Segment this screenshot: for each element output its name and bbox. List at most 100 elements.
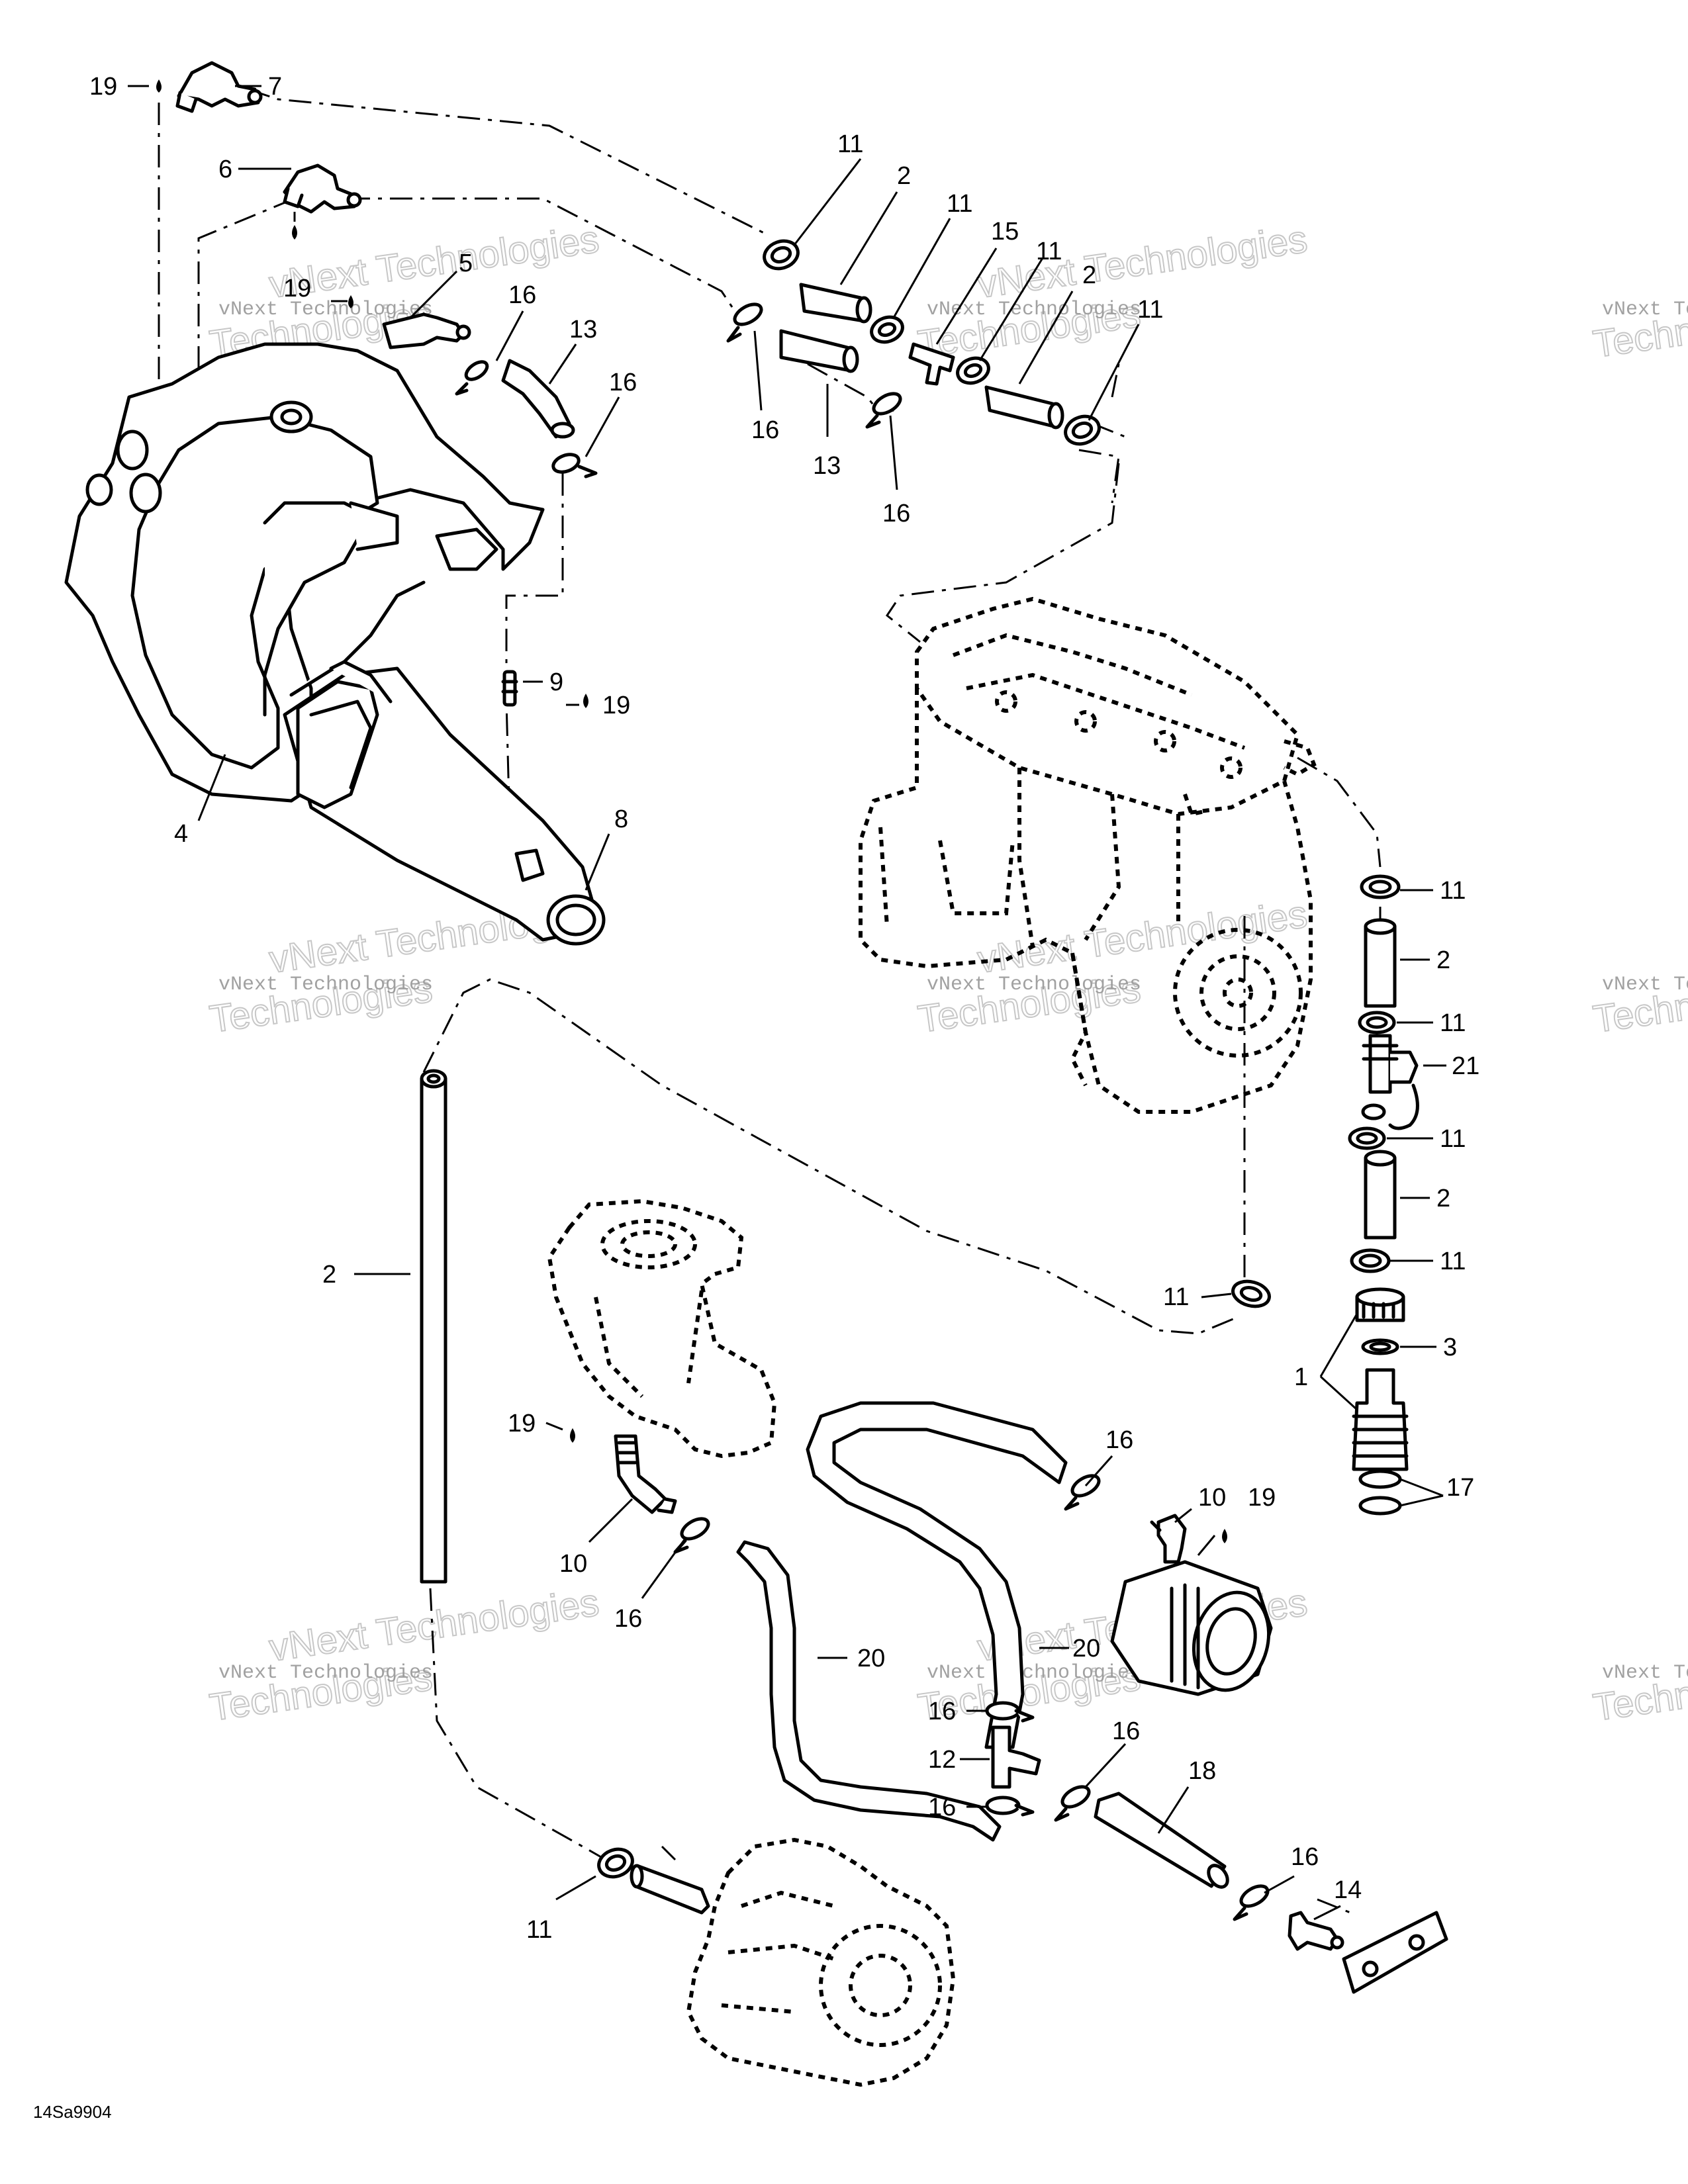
bailer-fitting-1 — [1352, 1287, 1409, 1471]
callout-16: 16 — [508, 281, 536, 309]
mounting-plate — [1342, 1911, 1448, 1994]
watermark-small-text: vNext Technologies — [218, 298, 433, 321]
callout-11: 11 — [1163, 1283, 1189, 1311]
watermark-small-text: vNext Technologies — [927, 1662, 1141, 1684]
watermark-small-text: vNext Technologies — [1602, 1662, 1688, 1684]
callout-12: 12 — [928, 1746, 956, 1774]
hose-13-curved — [501, 359, 575, 439]
callout-11: 11 — [1440, 1248, 1466, 1275]
elbow-fitting-6 — [283, 163, 362, 214]
oetiker-clamp-16 — [865, 392, 902, 429]
callout-9: 9 — [549, 668, 563, 696]
oil-drop-icon — [348, 295, 353, 308]
callout-11: 11 — [1440, 1009, 1466, 1037]
callout-11: 11 — [1036, 238, 1062, 265]
elbow-fitting-7 — [175, 61, 263, 113]
callout-11: 11 — [1440, 1125, 1466, 1153]
callout-8: 8 — [614, 805, 628, 833]
tee-fitting-12 — [991, 1725, 1041, 1789]
callout-19: 19 — [508, 1410, 536, 1437]
watermark: vNext Technologies Technologies — [1590, 966, 1688, 1041]
callout-16: 16 — [882, 500, 910, 527]
diagram-code: 14Sa9904 — [33, 2102, 112, 2122]
fitting-9 — [501, 670, 518, 707]
watermark-small-text: vNext Technologies — [927, 974, 1141, 996]
callout-2: 2 — [1436, 1185, 1450, 1212]
jet-pump-rear-phantom — [686, 1837, 956, 2087]
watermark-small-text: vNext Technologies — [1602, 974, 1688, 996]
watermark: vNext Technologies Technologies — [1590, 1655, 1688, 1729]
callout-21: 21 — [1452, 1052, 1479, 1080]
callout-13: 13 — [813, 452, 841, 480]
gear-clamp-11 — [763, 239, 800, 271]
watermark-small-text: vNext Technologies — [218, 974, 433, 996]
callout-16: 16 — [751, 416, 779, 444]
callout-20: 20 — [1072, 1635, 1100, 1662]
gear-clamp-11 — [956, 356, 990, 385]
hose-18 — [1094, 1792, 1229, 1889]
watermark: vNext Technologies Technologies — [1590, 291, 1688, 366]
callout-11: 11 — [1137, 296, 1163, 324]
callout-1: 1 — [1294, 1363, 1308, 1391]
gear-clamp-11 — [1231, 1279, 1271, 1308]
washer — [1361, 1103, 1386, 1120]
watermark-small-text: vNext Technologies — [1602, 298, 1688, 321]
callout-2: 2 — [1082, 261, 1096, 289]
callout-16: 16 — [1291, 1843, 1319, 1871]
oetiker-clamp-16 — [551, 453, 598, 478]
callout-19: 19 — [89, 73, 117, 101]
oetiker-clamp-16 — [673, 1517, 710, 1554]
oetiker-clamp-16 — [985, 1701, 1035, 1723]
callout-16: 16 — [928, 1794, 956, 1821]
hose-2-long-vertical — [420, 1069, 447, 1584]
watermark-small-text: vNext Technologies — [218, 1662, 433, 1684]
hose-2-upper — [799, 283, 872, 324]
callout-17: 17 — [1446, 1474, 1474, 1502]
fitting-21 — [1362, 1034, 1419, 1130]
gear-clamp-11 — [1358, 1011, 1396, 1034]
callout-11: 11 — [947, 190, 972, 218]
filter-strainer — [1110, 1560, 1273, 1696]
tee-fitting-15 — [908, 342, 955, 386]
hose-20-left — [736, 1540, 1002, 1842]
oetiker-clamp-16 — [1233, 1884, 1270, 1921]
callout-2: 2 — [322, 1261, 336, 1289]
callout-14: 14 — [1334, 1876, 1362, 1904]
hose-13-straight — [779, 329, 859, 373]
oetiker-clamp-16 — [985, 1796, 1035, 1817]
oetiker-clamp-16 — [455, 360, 489, 396]
callout-16: 16 — [1105, 1426, 1133, 1454]
callout-2: 2 — [897, 162, 911, 190]
watermark-line1: vNext Technologies — [975, 218, 1310, 306]
watermark: vNext Technologies vNext Technologies Te… — [207, 1580, 602, 1730]
callout-11: 11 — [526, 1916, 552, 1944]
gear-clamp-11 — [1064, 414, 1101, 446]
callout-16: 16 — [928, 1698, 956, 1725]
oil-drop-icon — [1222, 1529, 1227, 1543]
fitting-14 — [1288, 1911, 1344, 1951]
callout-2: 2 — [1436, 946, 1450, 974]
callout-16: 16 — [609, 369, 637, 396]
callout-11: 11 — [1440, 877, 1466, 905]
callout-19: 19 — [602, 692, 630, 719]
callout-11: 11 — [837, 130, 863, 158]
oil-drop-icon — [156, 79, 162, 93]
exhaust-manifold-pipe — [64, 342, 545, 803]
oil-drop-icon — [583, 694, 588, 708]
jet-pump-housing-phantom — [547, 1199, 777, 1459]
callout-labels: 19 7 6 19 5 16 13 16 9 19 4 8 11 2 11 15… — [89, 73, 1479, 1944]
callout-20: 20 — [857, 1645, 885, 1672]
callout-7: 7 — [268, 73, 282, 101]
elbow-fitting-10 — [614, 1434, 677, 1514]
watermark-line1: vNext Technologies — [267, 1581, 602, 1670]
oetiker-clamp-16 — [1054, 1785, 1091, 1822]
callout-3: 3 — [1443, 1334, 1457, 1361]
oil-drop-icon — [292, 225, 297, 240]
gear-clamp-11 — [1350, 1248, 1391, 1273]
callout-6: 6 — [218, 156, 232, 183]
gear-clamp-11 — [1360, 874, 1401, 899]
watermark: vNext Technologies vNext Technologies Te… — [915, 892, 1311, 1042]
oetiker-clamp-16 — [1064, 1474, 1101, 1511]
callout-15: 15 — [991, 218, 1019, 246]
